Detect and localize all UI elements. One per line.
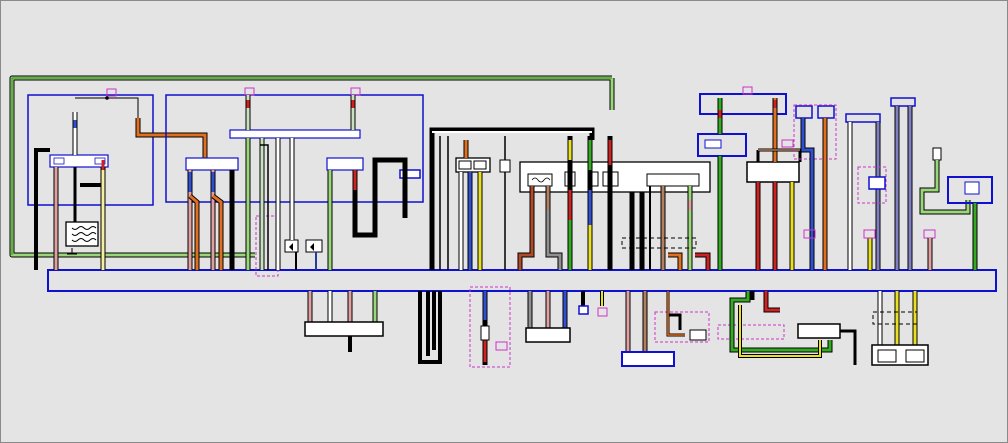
module-left-heater	[27, 88, 154, 258]
main-junction-bus	[47, 269, 997, 292]
connector-marker	[350, 87, 361, 96]
connector-marker	[495, 341, 508, 351]
ground-icon	[67, 248, 77, 258]
connector-marker	[863, 229, 876, 239]
heater-icon	[65, 221, 99, 247]
connector-marker	[742, 86, 753, 95]
lower-components	[304, 286, 929, 368]
connector-marker	[654, 311, 710, 343]
relay-icon	[905, 349, 925, 363]
connector-marker	[255, 215, 279, 277]
connector-marker	[106, 88, 117, 97]
module-center-harness	[429, 127, 711, 270]
connector-marker	[469, 286, 511, 368]
connector-marker	[857, 166, 887, 204]
connector-marker	[781, 139, 794, 148]
connector-marker	[244, 87, 255, 96]
connector-marker	[597, 307, 608, 317]
diode-icon	[499, 159, 511, 173]
wires-center-left	[187, 95, 408, 270]
module-right-center	[697, 86, 993, 270]
relay-icon	[877, 349, 897, 363]
connector-marker	[923, 229, 936, 239]
wire-green-loop	[9, 75, 615, 258]
connector-marker	[717, 324, 785, 340]
connector-marker	[803, 229, 816, 239]
wires-left-module	[34, 112, 208, 270]
diode-icon	[480, 325, 490, 341]
connector-marker	[793, 104, 837, 160]
